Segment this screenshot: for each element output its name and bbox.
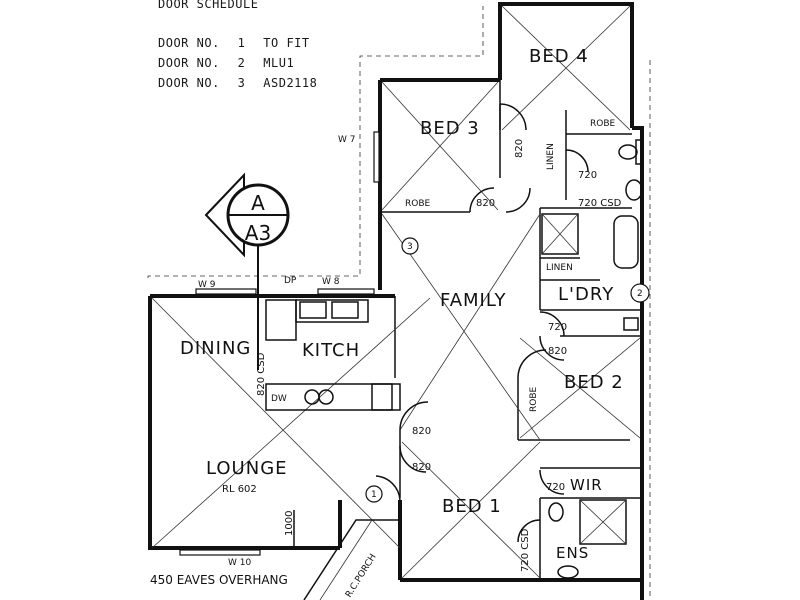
section-marker-bottom: A3 (245, 221, 271, 245)
robe-label-bed4: ROBE (590, 119, 616, 129)
room-label-laundry: L'DRY (558, 284, 614, 305)
door-type: TO FIT (263, 36, 310, 50)
downpipe-label: DP (284, 276, 297, 286)
door-tag-2-number: 2 (637, 289, 643, 299)
lounge-level: RL 602 (222, 484, 257, 495)
door-schedule-row: DOOR NO. 2 MLU1 (158, 56, 294, 70)
window-label-w7: W 7 (338, 135, 356, 145)
dim-720-wir: 720 (546, 482, 565, 493)
door-schedule: DOOR SCHEDULE (158, 0, 258, 11)
eaves-note: 450 EAVES OVERHANG (150, 573, 288, 587)
window-label-w10: W 10 (228, 558, 251, 568)
eaves-outline (147, 6, 651, 600)
door-tag-3: 3 (401, 237, 419, 255)
door-tag-3-number: 3 (407, 242, 413, 252)
dim-820csd-kitchen: 820 CSD (256, 352, 267, 396)
room-label-ensuite: ENS (556, 544, 589, 562)
dim-720-bath: 720 (578, 170, 597, 181)
door-label: DOOR NO. (158, 76, 220, 90)
door-number: 3 (237, 76, 246, 90)
dim-720-laundry: 720 (548, 322, 567, 333)
section-marker-top: A (251, 191, 265, 215)
porch (293, 510, 400, 600)
interior-walls (380, 80, 642, 580)
door-schedule-title: DOOR SCHEDULE (158, 0, 259, 11)
robe-label-bed2: ROBE (529, 386, 539, 412)
bathroom-fixtures (541, 139, 643, 579)
door-label: DOOR NO. (158, 56, 220, 70)
door-type: ASD2118 (263, 76, 318, 90)
door-schedule-row: DOOR NO. 1 TO FIT (158, 36, 310, 50)
kitchen-benches (265, 299, 401, 411)
room-label-porch: R.C.PORCH (344, 552, 379, 599)
door-type: MLU1 (263, 56, 295, 70)
linen-label-lower: LINEN (546, 263, 573, 273)
dim-820-bed3-door: 820 (476, 198, 495, 209)
dim-720csd-bath: 720 CSD (578, 198, 622, 209)
room-label-bed1: BED 1 (442, 496, 502, 517)
room-label-kitchen: KITCH (302, 340, 360, 361)
dim-820-bed3: 820 (514, 139, 525, 158)
robe-label-bed3: ROBE (405, 199, 431, 209)
section-marker: A A3 (204, 172, 290, 370)
windows (179, 131, 380, 556)
dim-820-family: 820 (412, 426, 431, 437)
room-label-dining: DINING (180, 338, 251, 359)
window-label-w8: W 8 (322, 277, 340, 287)
room-label-lounge: LOUNGE (206, 458, 288, 479)
dishwasher-label: DW (271, 394, 287, 404)
room-label-bed3: BED 3 (420, 118, 480, 139)
room-label-family: FAMILY (440, 290, 507, 311)
room-label-wir: WIR (570, 476, 603, 494)
door-schedule-row: DOOR NO. 3 ASD2118 (158, 76, 317, 90)
door-label: DOOR NO. (158, 36, 220, 50)
exterior-walls (148, 2, 644, 600)
door-tag-1-number: 1 (371, 490, 377, 500)
dim-720csd-ensuite: 720 CSD (520, 528, 531, 572)
window-label-w9: W 9 (198, 280, 216, 290)
dim-820-bed2: 820 (548, 346, 567, 357)
door-tag-1: 1 (365, 485, 383, 503)
door-tag-2: 2 (630, 283, 650, 303)
door-number: 2 (237, 56, 246, 70)
dim-820-bed1: 820 (412, 462, 431, 473)
door-swings (375, 103, 589, 543)
linen-label-upper: LINEN (546, 143, 556, 170)
dim-1000-porch: 1000 (284, 511, 295, 536)
room-label-bed4: BED 4 (529, 46, 589, 67)
room-diagonals (151, 5, 641, 579)
door-number: 1 (237, 36, 246, 50)
room-label-bed2: BED 2 (564, 372, 624, 393)
